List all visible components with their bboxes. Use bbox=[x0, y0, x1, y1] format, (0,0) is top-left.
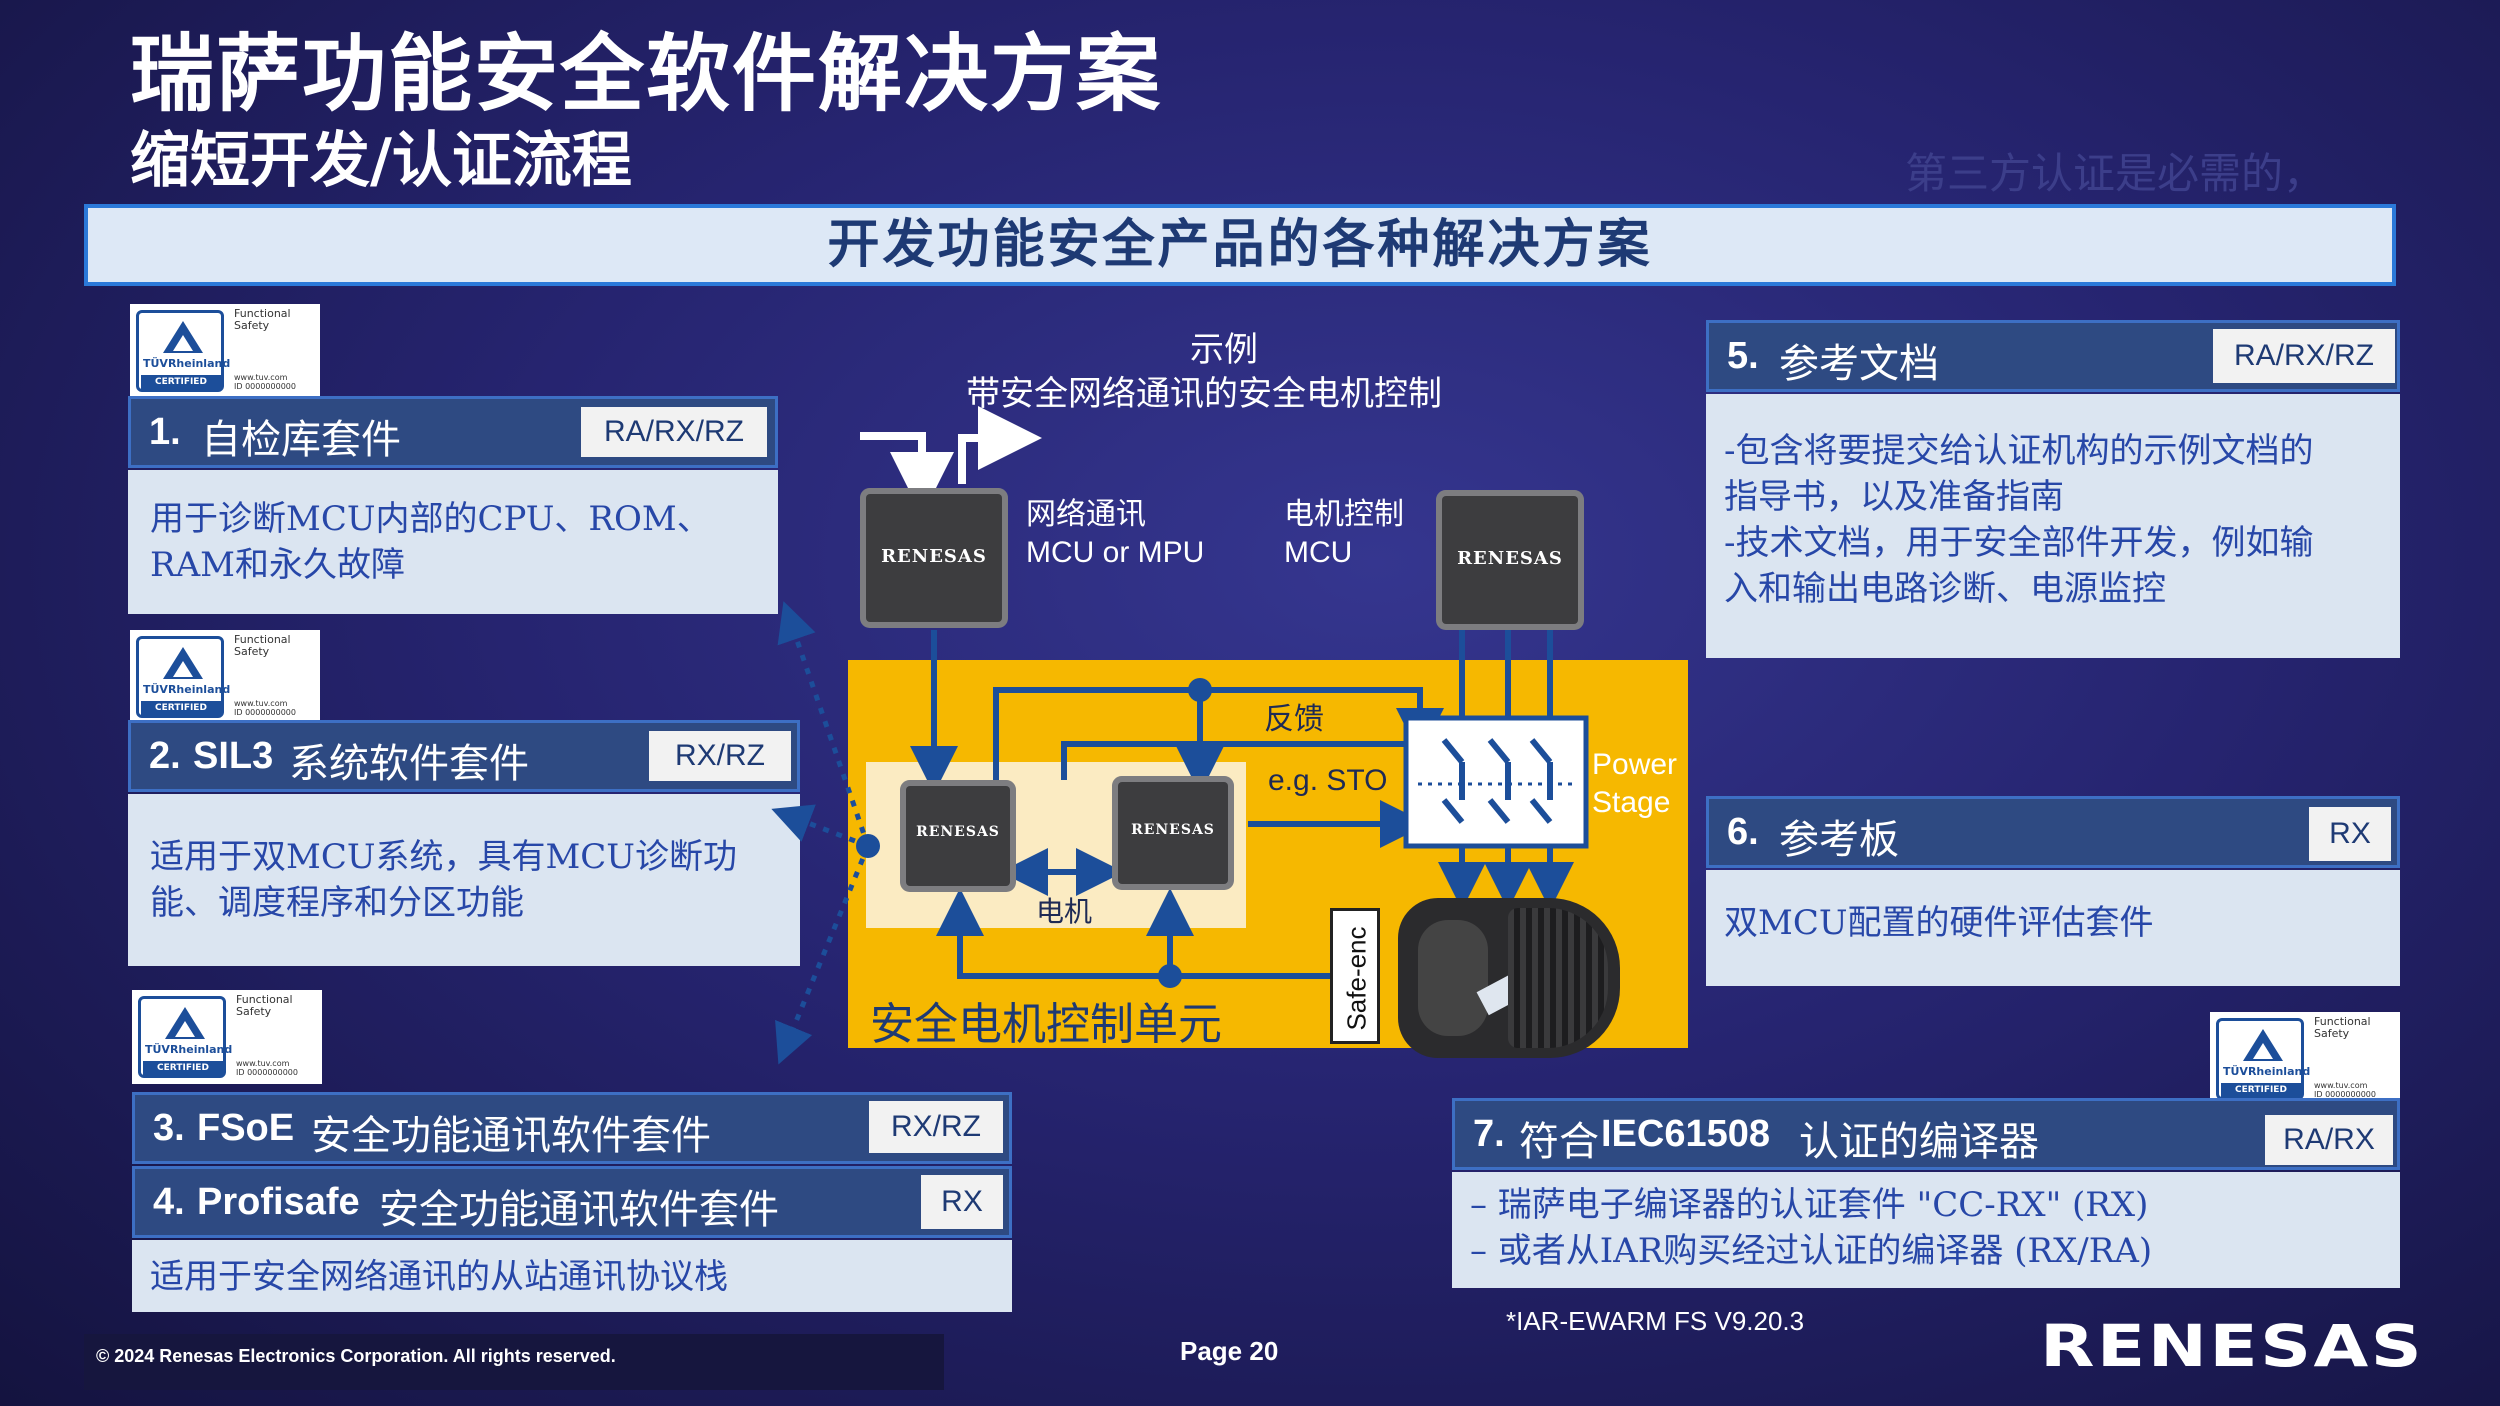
solution-4-header: 4. Profisafe 安全功能通讯软件套件 RX bbox=[132, 1166, 1012, 1238]
ghost-text: 第三方认证是必需的， bbox=[1905, 149, 2326, 198]
platform-tag: RA/RX/RZ bbox=[581, 407, 767, 457]
solutions-banner: 开发功能安全产品的各种解决方案 bbox=[84, 204, 2396, 286]
sto-label: e.g. STO bbox=[1268, 764, 1388, 797]
copyright: © 2024 Renesas Electronics Corporation. … bbox=[96, 1346, 616, 1366]
solution-7-header: 7. 符合 IEC61508 认证的编译器 RA/RX bbox=[1452, 1098, 2400, 1170]
solution-6-header: 6. 参考板 RX bbox=[1706, 796, 2400, 868]
motor-image bbox=[1398, 898, 1620, 1058]
solution-3-title: 安全功能通讯软件套件 bbox=[311, 1113, 711, 1159]
feedback-label: 反馈 bbox=[1264, 702, 1324, 737]
solution-6-title: 参考板 bbox=[1779, 817, 1899, 863]
safety-unit-label: 安全电机控制单元 bbox=[870, 999, 1222, 1050]
safety-mcu-chip-1: RENESAS bbox=[906, 786, 1010, 886]
solution-4-body: 适用于安全网络通讯的从站通讯协议栈 bbox=[132, 1240, 1012, 1312]
safe-encoder-box: Safe-enc bbox=[1330, 908, 1380, 1044]
solution-3-header: 3. FSoE 安全功能通讯软件套件 RX/RZ bbox=[132, 1092, 1012, 1164]
network-mcu-chip: RENESAS bbox=[866, 494, 1002, 622]
page-subtitle: 缩短开发/认证流程 bbox=[130, 126, 632, 196]
platform-tag: RX/RZ bbox=[869, 1101, 1003, 1153]
solution-2-body: 适用于双MCU系统，具有MCU诊断功能、调度程序和分区功能 bbox=[128, 794, 800, 966]
motor-label: 电机 bbox=[1036, 895, 1093, 928]
solution-5-header: 5. 参考文档 RA/RX/RZ bbox=[1706, 320, 2400, 392]
platform-tag: RX bbox=[2309, 807, 2391, 861]
page-number: Page 20 bbox=[1180, 1336, 1279, 1366]
solution-1-title: 自检库套件 bbox=[201, 417, 401, 463]
solution-4-title: 安全功能通讯软件套件 bbox=[379, 1187, 779, 1233]
page-title: 瑞萨功能安全软件解决方案 bbox=[130, 24, 1163, 123]
solution-6-body: 双MCU配置的硬件评估套件 bbox=[1706, 870, 2400, 986]
renesas-logo: RENESAS bbox=[2040, 1312, 2425, 1380]
motor-control-mcu-chip: RENESAS bbox=[1442, 496, 1578, 624]
solution-5-body: -包含将要提交给认证机构的示例文档的指导书，以及准备指南-技术文档，用于安全部件… bbox=[1706, 394, 2400, 658]
solution-2-header: 2. SIL3 系统软件套件 RX/RZ bbox=[128, 720, 800, 792]
example-label: 示例 bbox=[1190, 330, 1258, 370]
solution-2-title: 系统软件套件 bbox=[289, 741, 529, 787]
safety-mcu-chip-2: RENESAS bbox=[1118, 782, 1228, 884]
solution-7-title: 认证的编译器 bbox=[1799, 1119, 2039, 1165]
platform-tag: RX bbox=[921, 1175, 1003, 1229]
platform-tag: RA/RX/RZ bbox=[2213, 329, 2395, 383]
example-title: 带安全网络通讯的安全电机控制 bbox=[966, 374, 1442, 414]
footnote: *IAR-EWARM FS V9.20.3 bbox=[1506, 1306, 1805, 1336]
platform-tag: RA/RX bbox=[2265, 1115, 2393, 1165]
platform-tag: RX/RZ bbox=[649, 731, 791, 781]
copyright-bar bbox=[84, 1334, 944, 1390]
solution-7-body: – 瑞萨电子编译器的认证套件 "CC-RX" (RX)– 或者从IAR购买经过认… bbox=[1452, 1172, 2400, 1288]
solution-1-header: 1. 自检库套件 RA/RX/RZ bbox=[128, 396, 778, 468]
solution-5-title: 参考文档 bbox=[1779, 341, 1939, 387]
solution-1-body: 用于诊断MCU内部的CPU、ROM、RAM和永久故障 bbox=[128, 470, 778, 614]
